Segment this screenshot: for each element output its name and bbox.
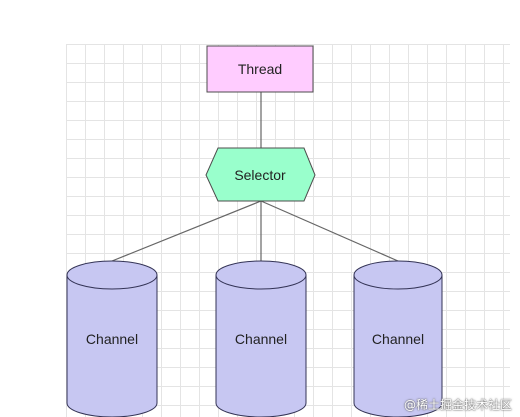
channel-node-1[interactable]: Channel — [66, 260, 158, 417]
channel-node-3[interactable]: Channel — [353, 260, 443, 417]
thread-box — [206, 45, 314, 93]
channel-1-body — [66, 275, 158, 417]
channel-2-top — [215, 260, 307, 290]
channel-3-label: Channel — [372, 331, 424, 347]
channel-2-label: Channel — [235, 331, 287, 347]
selector-node[interactable]: Selector — [205, 147, 316, 202]
channel-1-label: Channel — [86, 331, 138, 347]
thread-label: Thread — [238, 61, 282, 77]
channel-3-body — [353, 275, 443, 417]
edge-selector-channel-3 — [260, 200, 399, 262]
selector-hexagon — [205, 147, 316, 202]
channel-node-2[interactable]: Channel — [215, 260, 307, 417]
selector-label: Selector — [234, 167, 286, 183]
watermark-text: @稀土掘金技术社区 — [403, 398, 512, 412]
thread-node[interactable]: Thread — [206, 45, 314, 93]
channel-3-top — [353, 260, 443, 290]
channel-2-body — [215, 275, 307, 417]
edge-selector-channel-1 — [111, 200, 262, 262]
channel-1-top — [66, 260, 158, 290]
